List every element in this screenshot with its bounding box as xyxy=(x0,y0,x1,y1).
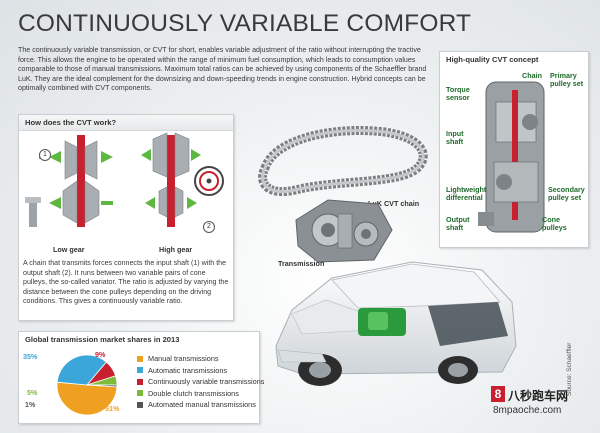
legend-label: Double clutch transmissions xyxy=(148,388,239,398)
legend-swatch xyxy=(137,355,143,362)
legend-item: Manual transmissions xyxy=(137,354,219,363)
cvt-chain-illustration xyxy=(258,126,428,196)
cvt-concept-heading: High-quality CVT concept xyxy=(446,55,539,64)
legend-item: Automatic transmissions xyxy=(137,366,227,375)
how-cvt-works-heading: How does the CVT work? xyxy=(19,115,233,131)
legend-label: Automated manual transmissions xyxy=(148,400,256,409)
legend-swatch xyxy=(137,401,143,408)
watermark: 8 八秒跑车网 8mpaoche.com xyxy=(491,386,591,422)
primary-pulley-callout: Primary pulley set xyxy=(550,71,584,89)
cone-pulleys-callout: Cone pulleys xyxy=(542,215,567,233)
input-shaft-marker: 1 xyxy=(39,149,51,161)
legend-item: Automated manual transmissions xyxy=(137,400,256,409)
legend-swatch xyxy=(137,367,143,373)
legend-swatch xyxy=(137,390,143,396)
pie-slice-automated-manual-transmissions xyxy=(86,384,118,388)
secondary-pulley-callout: Secondary pulley set xyxy=(548,185,585,203)
lightweight-differential-callout: Lightweight differential xyxy=(446,185,487,203)
pct-manual: 51% xyxy=(105,404,120,413)
low-gear-diagram xyxy=(25,135,113,227)
market-share-heading: Global transmission market shares in 201… xyxy=(25,335,180,344)
market-share-panel: Global transmission market shares in 201… xyxy=(18,331,264,424)
transmission-illustration xyxy=(295,199,393,263)
output-shaft-marker: 2 xyxy=(203,221,215,233)
input-shaft-callout: Input shaft xyxy=(446,129,464,147)
intro-paragraph: The continuously variable transmission, … xyxy=(18,46,427,93)
high-gear-label: High gear xyxy=(159,245,193,254)
legend-swatch xyxy=(137,378,143,385)
high-gear-diagram xyxy=(141,132,224,227)
watermark-badge: 8 xyxy=(491,386,505,402)
legend-label: Automatic transmissions xyxy=(148,365,228,375)
pct-amt: 1% xyxy=(25,400,36,409)
legend-label: Manual transmissions xyxy=(148,354,219,363)
transmission-label: Transmission xyxy=(278,259,325,268)
pct-automatic: 35% xyxy=(23,352,38,361)
chain-callout: Chain xyxy=(522,71,542,80)
car-illustration xyxy=(275,261,517,386)
watermark-url: 8mpaoche.com xyxy=(493,405,562,416)
market-share-pie-chart xyxy=(56,354,118,416)
pct-cvt: 9% xyxy=(95,350,106,359)
legend-item: Continuously variable transmissions xyxy=(137,377,264,386)
page-title: CONTINUOUSLY VARIABLE COMFORT xyxy=(18,10,472,37)
low-gear-label: Low gear xyxy=(53,245,85,254)
pie-slice-manual-transmissions xyxy=(56,381,118,416)
how-cvt-works-panel: How does the CVT work? 1 2 Low gear High… xyxy=(18,114,234,321)
chain-label: LuK CVT chain xyxy=(368,199,420,208)
watermark-brand: 八秒跑车网 xyxy=(508,389,569,403)
pie-slice-automatic-transmissions xyxy=(56,354,107,386)
legend-item: Double clutch transmissions xyxy=(137,389,239,398)
cvt-concept-panel: High-quality CVT concept Chain Primary p… xyxy=(439,51,589,248)
cvt-cutaway-diagram xyxy=(478,81,545,233)
pct-dct: 5% xyxy=(27,388,38,397)
cvt-explanation: A chain that transmits forces connects t… xyxy=(23,259,229,306)
legend-label: Continuously variable transmissions xyxy=(148,377,265,386)
torque-sensor-callout: Torque sensor xyxy=(446,85,470,103)
output-shaft-callout: Output shaft xyxy=(446,215,470,233)
